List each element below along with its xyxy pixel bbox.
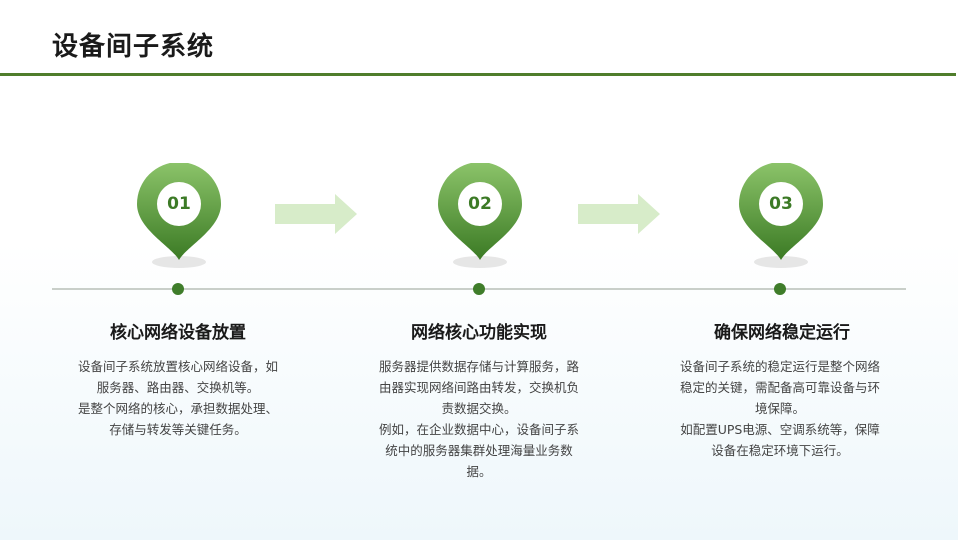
step-1-description: 设备间子系统放置核心网络设备，如服务器、路由器、交换机等。 是整个网络的核心，承… — [78, 356, 278, 440]
map-pin-icon — [137, 163, 221, 268]
arrow-right-icon — [578, 194, 660, 234]
step-number: 02 — [468, 194, 492, 214]
step-number: 03 — [769, 194, 793, 214]
step-number: 01 — [167, 194, 191, 214]
step-3-pin: 03 — [736, 163, 826, 273]
title-divider — [0, 73, 956, 76]
step-2-pin: 02 — [435, 163, 525, 273]
step-1-title: 核心网络设备放置 — [110, 323, 246, 343]
description-paragraph: 服务器提供数据存储与计算服务，路由器实现网络间路由转发，交换机负责数据交换。 — [379, 359, 580, 416]
step-3-description: 设备间子系统的稳定运行是整个网络稳定的关键，需配备高可靠设备与环境保障。 如配置… — [680, 356, 880, 461]
map-pin-icon — [739, 163, 823, 268]
arrow-right-icon — [275, 194, 357, 234]
page-title: 设备间子系统 — [52, 32, 215, 62]
step-2-title: 网络核心功能实现 — [411, 323, 547, 343]
description-paragraph: 如配置UPS电源、空调系统等，保障设备在稳定环境下运行。 — [680, 422, 880, 458]
description-paragraph: 例如，在企业数据中心，设备间子系统中的服务器集群处理海量业务数据。 — [379, 422, 580, 479]
map-pin-icon — [438, 163, 522, 268]
description-paragraph: 是整个网络的核心，承担数据处理、存储与转发等关键任务。 — [78, 401, 279, 437]
description-paragraph: 设备间子系统的稳定运行是整个网络稳定的关键，需配备高可靠设备与环境保障。 — [680, 359, 881, 416]
step-3-title: 确保网络稳定运行 — [714, 323, 850, 343]
step-1-pin: 01 — [134, 163, 224, 273]
timeline-dot — [172, 283, 184, 295]
description-paragraph: 设备间子系统放置核心网络设备，如服务器、路由器、交换机等。 — [78, 359, 279, 395]
step-2-description: 服务器提供数据存储与计算服务，路由器实现网络间路由转发，交换机负责数据交换。 例… — [379, 356, 579, 482]
timeline-dot — [774, 283, 786, 295]
timeline-dot — [473, 283, 485, 295]
